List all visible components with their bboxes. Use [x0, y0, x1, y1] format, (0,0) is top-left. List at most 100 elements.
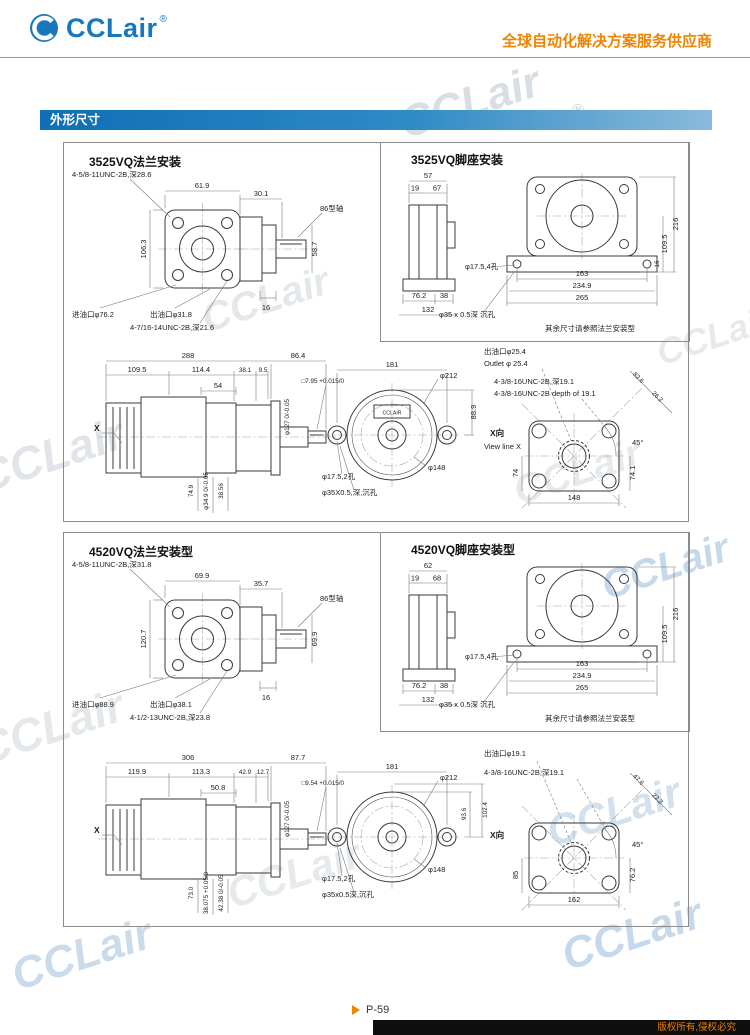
dim-label: 163 [576, 269, 589, 278]
dim-label: 234.9 [573, 671, 592, 680]
drawing-4520-flange-views: 4-5/8-11UNC-2B,深31.8 69.9 35.7 86型轴 120.… [72, 560, 343, 722]
mount-holes-note: φ17.5,2孔 [322, 472, 356, 481]
outlet-note-en: Outlet φ 25.4 [484, 359, 528, 368]
dim-label: 38.1 [239, 367, 252, 374]
centerlines [158, 593, 318, 685]
side-view-outline [239, 606, 307, 672]
dim-label: 181 [386, 762, 399, 771]
dim-label: 113.3 [192, 767, 210, 776]
dim-label: 120.7 [139, 630, 148, 649]
thread-note-bottom: 4-1/2-13UNC-2B,深23.8 [130, 713, 210, 722]
dia-label: φ148 [428, 865, 445, 874]
dimension-lines [99, 178, 323, 324]
dim-label: 86.4 [291, 351, 306, 360]
dimension-lines [336, 771, 484, 893]
drawing-4520-foot-views: 62 19 68 76.2 38 132 163 234.9 265 109.5… [399, 561, 680, 723]
dim-label: 30.1 [254, 189, 269, 198]
keyway-note: □9.54 +0.015/0 [302, 780, 345, 787]
centerlines [521, 789, 643, 911]
dim-label: 109.5 [660, 625, 669, 644]
reference-note: 其余尺寸请参照法兰安装型 [545, 323, 635, 333]
dim-label: 106.3 [139, 240, 148, 259]
dimension-lines [399, 566, 676, 706]
panel-3525-foot-title: 3525VQ脚座安装 [411, 153, 504, 167]
thread-circle [558, 440, 590, 472]
outlet-port-label: 出油口φ31.8 [150, 309, 192, 319]
view-direction-label: X [94, 825, 100, 835]
centerlines [158, 203, 318, 295]
dim-label: 85 [511, 871, 520, 879]
counterbore-note: φ35X0.5,深,沉孔 [322, 488, 378, 497]
dim-label: 61.9 [195, 181, 210, 190]
drawing-4520-front-circular: 181 φ212 93.6 102.4 φ148 φ17.5,2孔 φ35x0.… [322, 762, 489, 899]
dim-label: 82.6 [631, 371, 645, 385]
dim-label: 42.38 0/-0.05 [218, 874, 225, 912]
dim-label: 102.4 [482, 802, 489, 818]
mount-holes-note: φ17.5,4孔 [465, 652, 499, 661]
dim-label: 68 [433, 574, 441, 583]
dim-label: 38.075 +0.05/0 [203, 871, 210, 914]
drawing-3525-xview: 出油口φ25.4 Outlet φ 25.4 4-3/8-16UNC-2B,深1… [484, 346, 673, 509]
drawing-4520-xview: 出油口φ19.1 4-3/8-16UNC-2B,深19.1 X向 45° 47.… [484, 748, 673, 911]
dia-label: φ212 [440, 371, 457, 380]
panel-3525-foot: 3525VQ脚座安装 [380, 142, 690, 342]
dim-label: 22.2 [650, 792, 664, 806]
centerlines [322, 785, 462, 889]
counterbore-note: φ35 x 0.5深 沉孔 [439, 310, 496, 319]
dim-label: 265 [576, 293, 589, 302]
dimension-lines [399, 176, 676, 316]
dim-label: 69.9 [195, 571, 210, 580]
view-label-en: View line X [484, 442, 521, 451]
dim-label: 16 [262, 303, 270, 312]
side-view-outline [402, 204, 456, 292]
view-label-cn: X向 [490, 428, 504, 438]
pump-face-outline [327, 791, 457, 883]
thread-note-top: 4-5/8-11UNC-2B,深28.6 [72, 170, 151, 179]
dim-label: 216 [671, 608, 680, 621]
thread-note-bottom: 4-7/16-14UNC-2B,深21.6 [130, 323, 214, 332]
outlet-note-cn: 出油口φ25.4 [484, 346, 526, 356]
drawing-3525-front-circular: 181 φ212 CCLAIR 88.9 φ148 φ17.5,2孔 φ35X0… [322, 360, 478, 497]
shaft-type-note: 86型轴 [320, 203, 343, 213]
keyway-note: □7.95 +0.015/0 [302, 378, 345, 385]
centerlines [537, 173, 627, 259]
port-flange-outline [528, 420, 620, 492]
dim-label: 57 [424, 171, 432, 180]
dim-label: 73.0 [188, 886, 195, 899]
dim-label: 74.9 [188, 484, 195, 497]
drawing-3525-foot-views: 57 19 67 76.2 38 132 163 234.9 265 109.5… [399, 171, 680, 333]
face-circle [351, 394, 433, 476]
copyright-text: 版权所有,侵权必究 [657, 1022, 736, 1033]
logo-text: CCLair [66, 13, 158, 43]
inlet-port-label: 进油口φ76.2 [72, 309, 114, 319]
dim-label: 216 [671, 218, 680, 231]
thread-note-cn: 4-3/8-16UNC-2B,深19.1 [484, 768, 564, 777]
dim-label: 26.2 [650, 390, 664, 404]
dim-label: 148 [568, 493, 581, 502]
panel-4520vq: 4520VQ法兰安装型 [63, 532, 690, 927]
panel-4520-foot: 4520VQ脚座安装型 [380, 532, 690, 732]
view-direction-label: X [94, 423, 100, 433]
side-view-outline [239, 216, 307, 282]
pilot-dia-label: φ127 0/-0.05 [284, 801, 291, 837]
dim-label: 74.1 [628, 466, 637, 481]
dim-label: 132 [422, 305, 435, 314]
outlet-port-label: 出油口φ38.1 [150, 699, 192, 709]
outlet-note-cn: 出油口φ19.1 [484, 748, 526, 758]
dim-label: 9.5 [259, 367, 268, 374]
dim-label: 38 [440, 681, 448, 690]
dim-label: 50.8 [211, 783, 226, 792]
pump-body-outline [105, 798, 327, 880]
dia-label: φ148 [428, 463, 445, 472]
page-header: CCLair ® 全球自动化解决方案服务供应商 [0, 0, 750, 58]
panel-4520-flange-title: 4520VQ法兰安装型 [89, 545, 194, 559]
thread-note-en: 4-3/8-16UNC-2B depth of 19.1 [494, 389, 596, 398]
pump-face-outline [327, 389, 457, 481]
page-arrow-icon [352, 1005, 360, 1015]
dim-label: 74 [511, 469, 520, 477]
dim-label: φ34.9 0/-0.05 [203, 472, 210, 510]
dim-label: 265 [576, 683, 589, 692]
mount-holes-note: φ17.5,2孔 [322, 874, 356, 883]
dim-label: 234.9 [573, 281, 592, 290]
